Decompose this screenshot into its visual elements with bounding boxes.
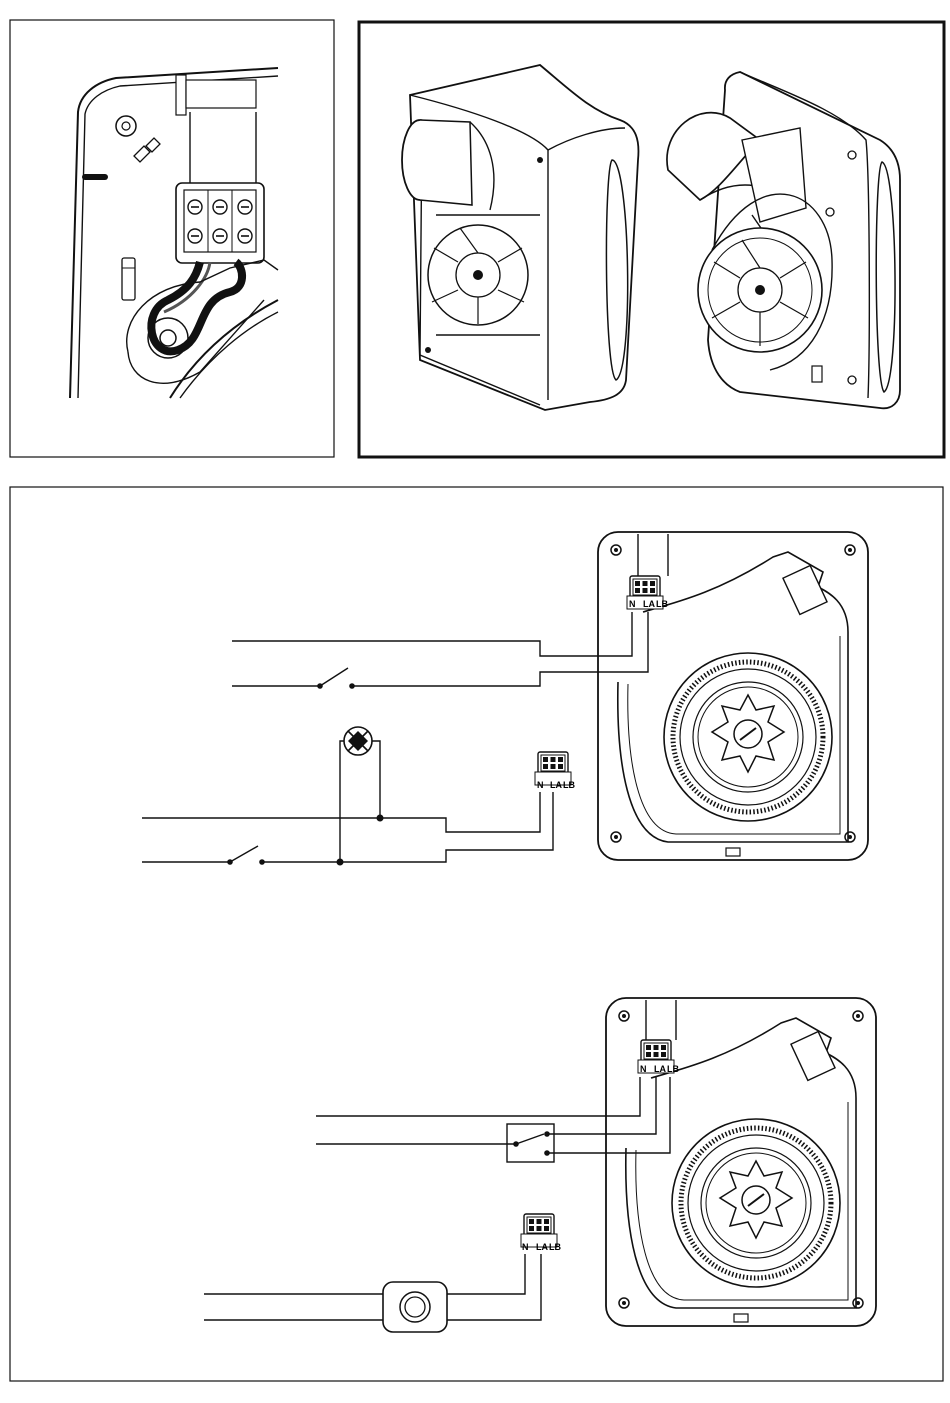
fan-unit-front-view — [402, 65, 638, 410]
terminal-label-la: LA — [643, 599, 655, 609]
terminal-label-lb: LB — [656, 599, 668, 609]
terminal-label-lb: LB — [563, 780, 575, 790]
terminal-label-n: N — [640, 1064, 647, 1074]
fan-units-panel — [359, 22, 944, 457]
terminal-label-n: N — [537, 780, 544, 790]
terminal-label-n: N — [629, 599, 636, 609]
terminal-label-la: LA — [536, 1242, 548, 1252]
terminal-label-lb: LB — [667, 1064, 679, 1074]
wiring-diagrams-panel: N LA LB N LA LB — [10, 487, 943, 1381]
terminal-label-la: LA — [654, 1064, 666, 1074]
terminal-closeup-panel — [10, 20, 334, 457]
terminal-label-lb: LB — [549, 1242, 561, 1252]
terminal-label-n: N — [522, 1242, 529, 1252]
terminal-label-la: LA — [550, 780, 562, 790]
